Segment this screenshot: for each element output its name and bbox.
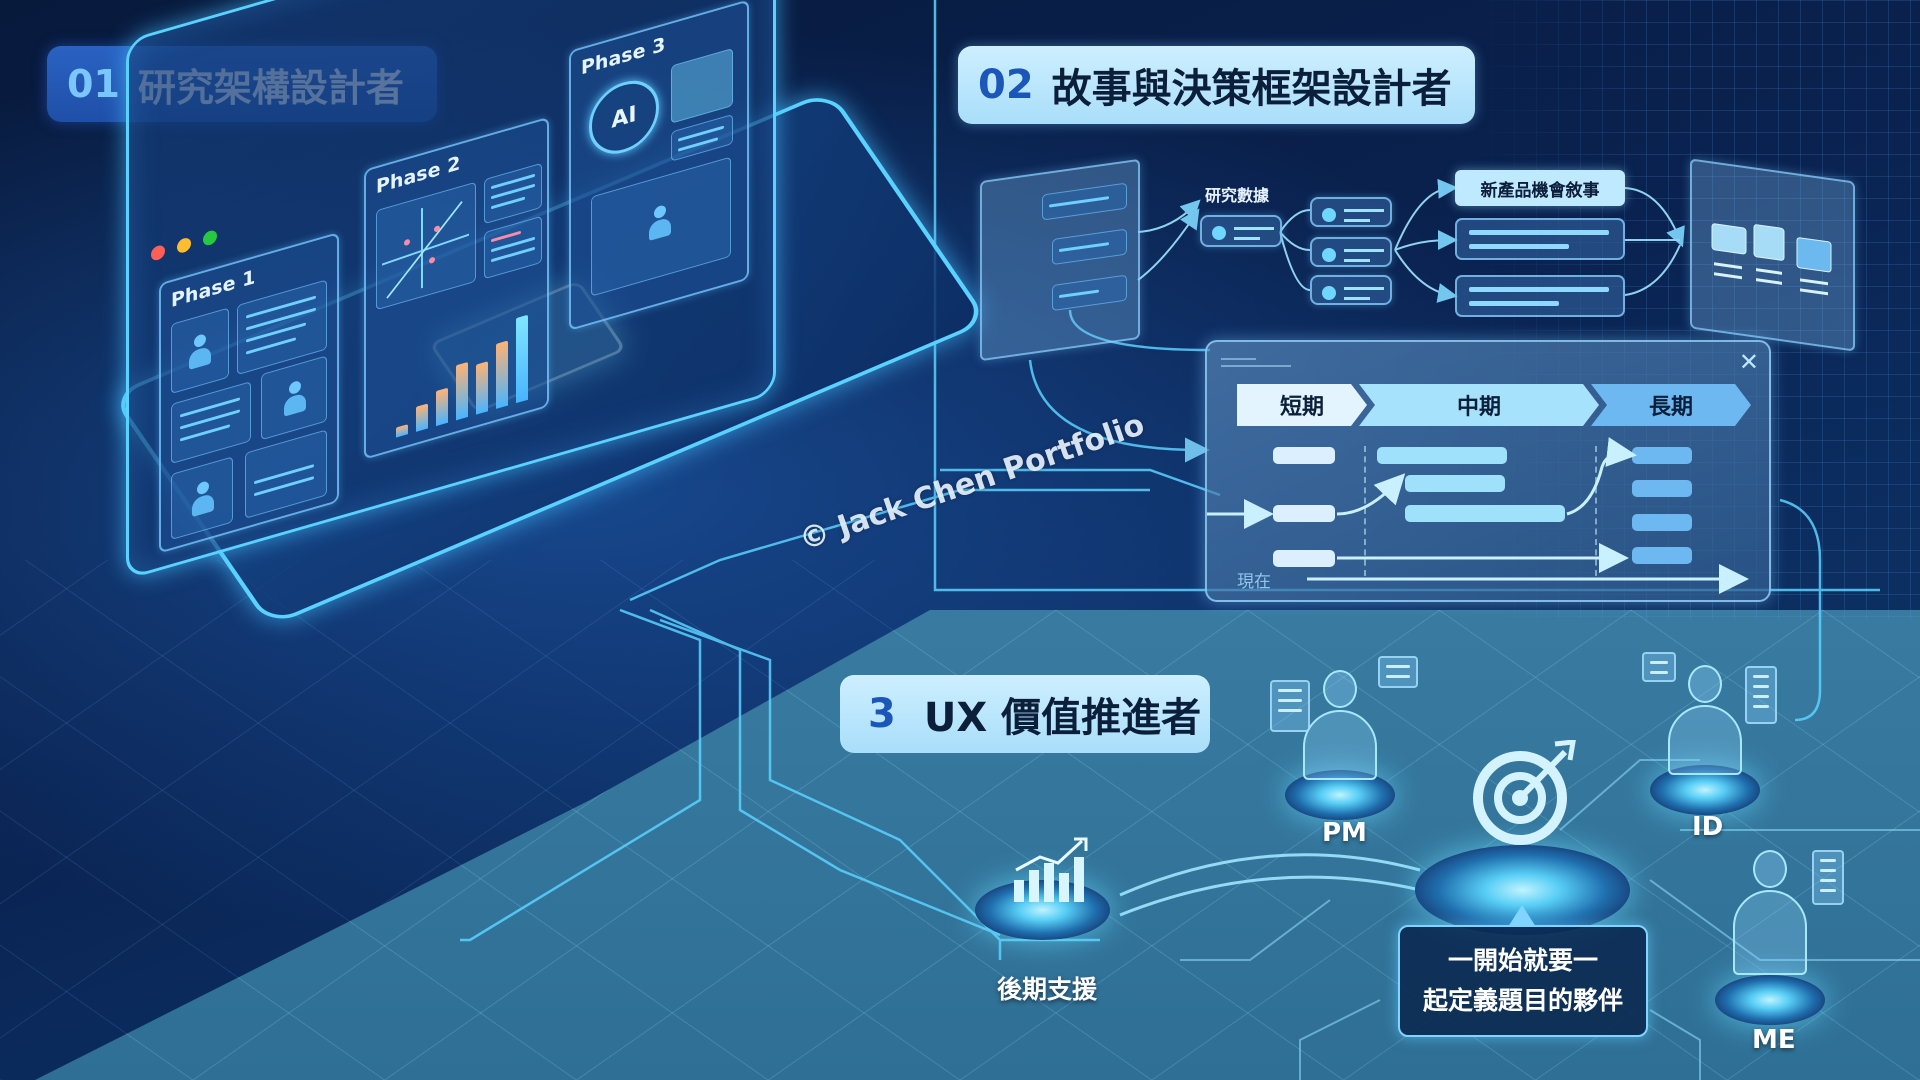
callout-line-1: 一開始就要一 [1447,946,1598,975]
story-node [1455,275,1625,317]
now-label: 現在 [1237,572,1271,592]
chat-bubble-icon [1642,652,1676,682]
research-source-panel [980,158,1140,362]
close-icon[interactable]: ✕ [1738,348,1759,376]
short-term-item [1273,550,1335,567]
quadrant-chart-icon [381,201,470,299]
roadmap-window: ✕ 短期 中期 長期 現在 [1205,340,1771,602]
pm-person-icon [1295,670,1385,780]
phase-1-panel: Phase 1 [159,231,339,554]
role-id: ID [1692,812,1724,842]
section-1-number: 01 [67,62,120,106]
short-term-item [1273,447,1335,464]
stage-divider [1595,446,1597,576]
folder-docs-icon [1711,223,1832,296]
short-term-item [1273,505,1335,522]
note-panel-icon [1745,666,1777,724]
quadrant-chart [376,181,476,311]
source-card [1052,274,1127,312]
window-header-lines [1221,358,1291,372]
insight-node [1310,197,1392,227]
notes-card [171,381,251,465]
note-panel-icon [1812,850,1844,905]
stage-mid-term: 中期 [1359,384,1599,426]
growth-chart-icon [1014,837,1088,902]
section-2-number: 02 [978,62,1034,108]
source-card [1042,182,1127,221]
notes-card [484,162,542,225]
me-pedestal [1715,975,1825,1025]
source-card [1052,228,1127,266]
holographic-screen: Phase 1 [126,0,776,581]
close-dot-icon [151,243,165,262]
role-pm: PM [1322,818,1367,848]
persona-card [171,456,233,541]
user-icon [282,378,308,419]
long-term-item [1632,447,1692,464]
note-panel-icon [1270,680,1310,732]
long-term-item [1632,547,1692,564]
notes-card [484,215,542,280]
insight-node [1310,237,1392,267]
story-node [1455,218,1625,260]
section-2-label: 故事與決策框架設計者 [1051,66,1452,112]
user-icon [190,478,216,519]
user-icon [187,331,213,372]
section-2-title: 02 故事與決策框架設計者 [958,46,1475,124]
phase-2-panel: Phase 2 [364,116,549,460]
mid-term-item [1405,475,1505,492]
persona-card [171,307,229,395]
notes-card [671,113,733,162]
maximize-dot-icon [203,228,217,247]
decision-docs-panel [1690,158,1855,352]
support-pedestal [975,880,1110,940]
stage-long-term: 長期 [1591,384,1751,426]
mid-term-item [1405,505,1565,522]
bar-chart-icon [386,287,536,440]
long-term-item [1632,480,1692,497]
minimize-dot-icon [177,236,191,255]
brain-image [671,47,733,124]
id-person-icon [1660,665,1750,775]
section-3-number: 3 [868,691,896,737]
long-term-item [1632,514,1692,531]
phase-3-panel: Phase 3 AI [569,0,749,331]
late-support-label: 後期支援 [997,975,1098,1004]
chat-bubble-icon [1378,656,1418,688]
section-3-label: UX 價值推進者 [923,695,1202,741]
stage-short-term: 短期 [1237,384,1367,426]
presenter-icon [647,202,673,243]
product-opportunity-story: 新產品機會敘事 [1455,170,1625,206]
presentation-card [591,156,731,297]
notes-card [245,429,327,519]
research-data-label: 研究數據 [1205,186,1270,205]
ai-badge-icon: AI [589,72,659,163]
stage-divider [1364,446,1366,576]
me-person-icon [1725,850,1815,975]
target-icon [1473,740,1576,845]
timeline-arrows [1207,437,1749,594]
section-3-title: 3 UX 價值推進者 [840,675,1210,753]
callout-line-2: 起定義題目的夥伴 [1422,986,1623,1015]
research-data-node [1200,215,1282,247]
persona-card [261,355,327,441]
mid-term-item [1377,447,1507,464]
partner-callout: 一開始就要一 起定義題目的夥伴 [1398,905,1648,1037]
phase-3-label: Phase 3 [581,33,666,80]
window-controls [151,228,217,262]
role-me: ME [1752,1025,1796,1055]
insight-node [1310,275,1392,305]
